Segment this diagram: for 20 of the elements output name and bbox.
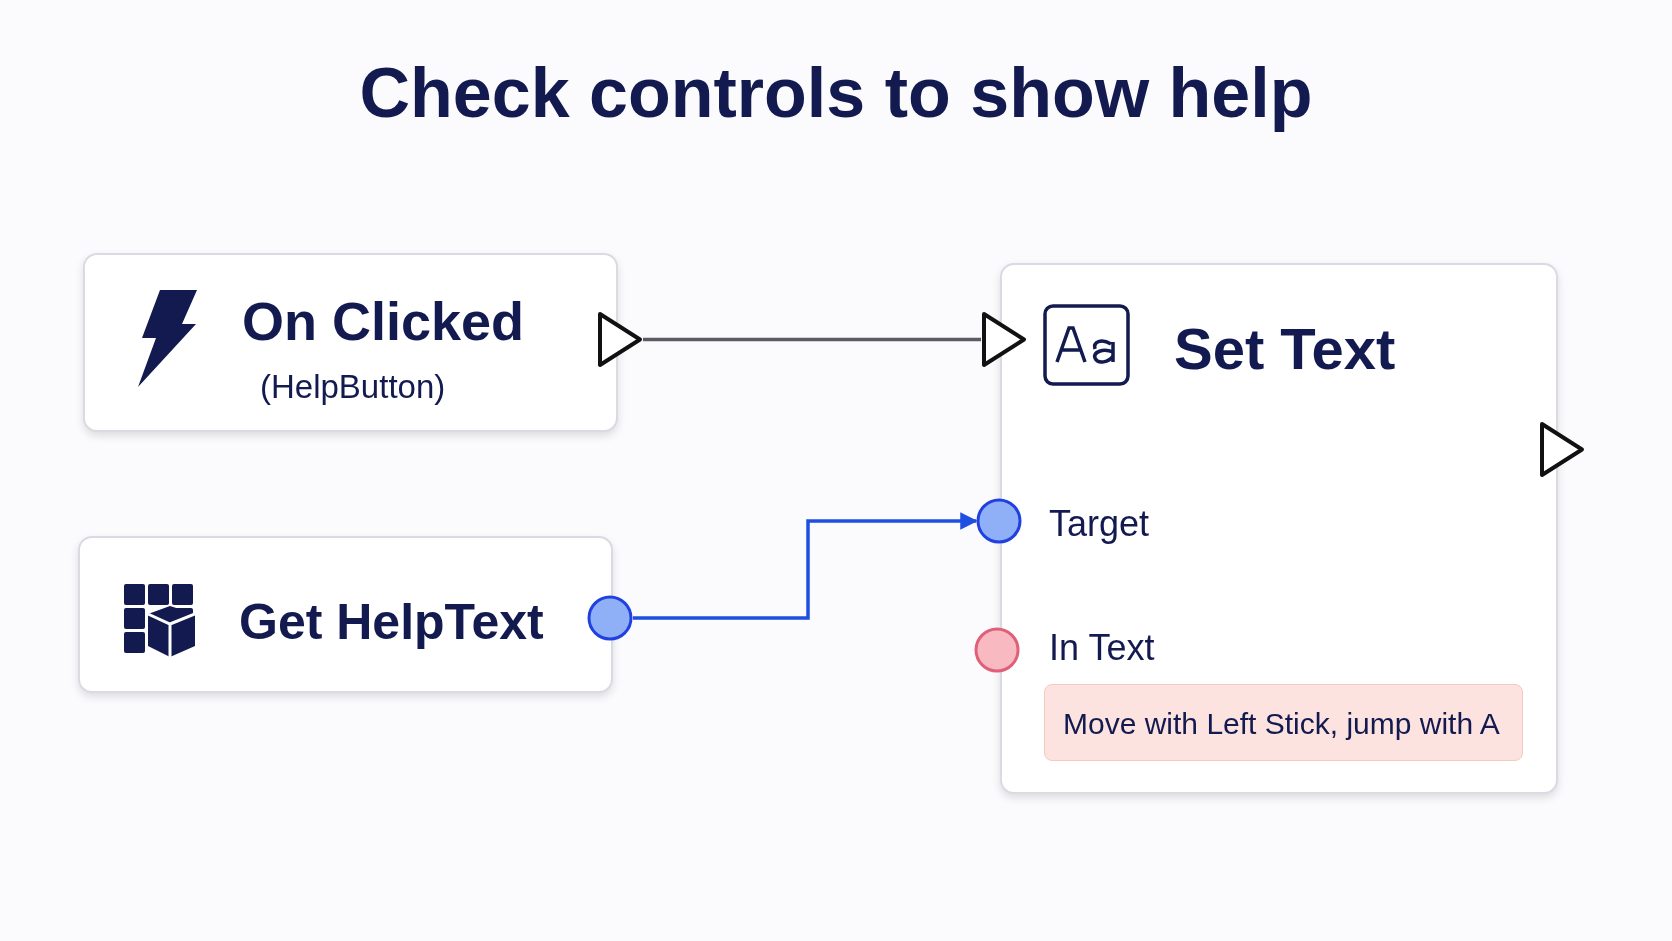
pin-label: In Text bbox=[1049, 628, 1155, 668]
node-title: Get HelpText bbox=[239, 594, 544, 650]
text-field bbox=[1044, 684, 1523, 761]
node-card bbox=[83, 253, 618, 432]
data-pin bbox=[976, 498, 1022, 544]
node-card bbox=[78, 536, 613, 693]
data-pin bbox=[974, 627, 1020, 673]
exec-pin bbox=[597, 311, 643, 368]
data-pin bbox=[587, 595, 633, 641]
node-subtitle: (HelpButton) bbox=[260, 368, 446, 406]
exec-pin bbox=[1539, 421, 1585, 478]
connector bbox=[633, 512, 978, 620]
field-text: Move with Left Stick, jump with A bbox=[1063, 706, 1500, 740]
connector bbox=[643, 337, 981, 342]
diagram-title: Check controls to show help bbox=[358, 55, 1314, 132]
node-card bbox=[1000, 263, 1558, 794]
node-title: On Clicked bbox=[242, 292, 525, 352]
exec-pin bbox=[981, 311, 1027, 368]
pin-label: Target bbox=[1049, 504, 1150, 544]
node-title: Set Text bbox=[1174, 317, 1396, 381]
